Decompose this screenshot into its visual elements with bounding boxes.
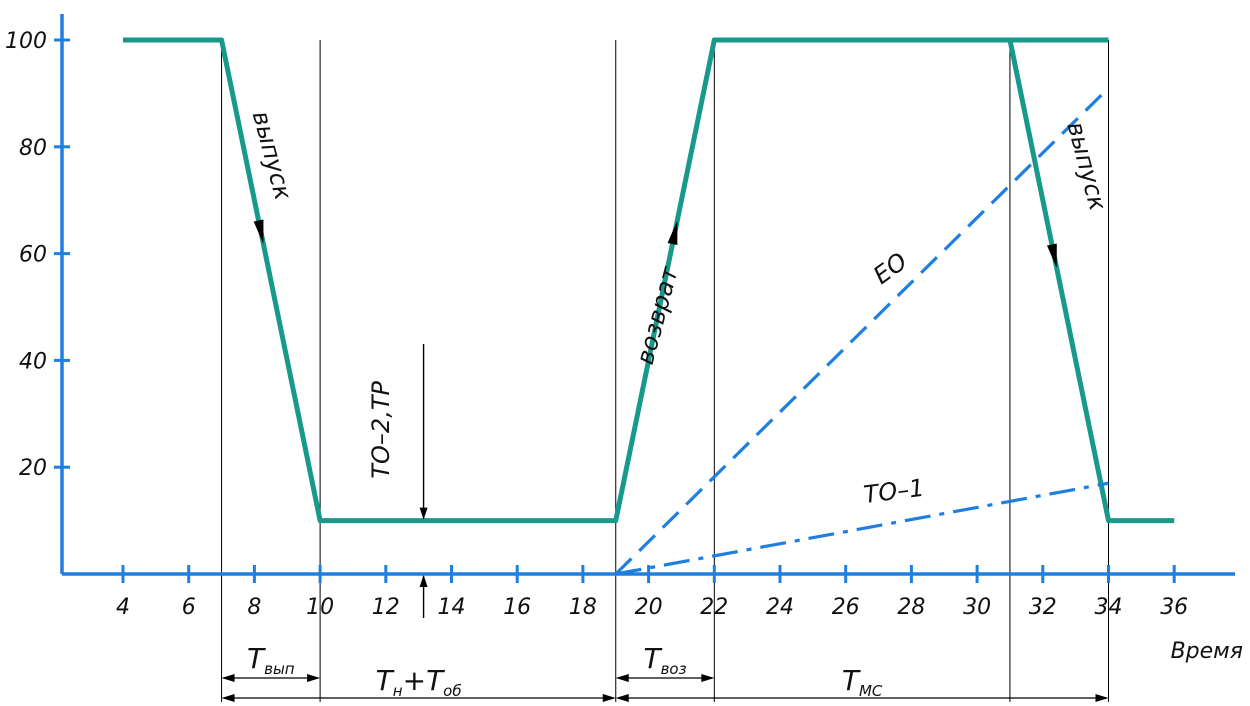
label-t-ms: ТМС	[842, 664, 883, 700]
annotation-3: ЕО	[868, 247, 912, 290]
y-tick-label: 20	[19, 456, 47, 481]
y-tick-label: 60	[19, 243, 47, 268]
series-line-1	[123, 37, 1175, 524]
y-tick-label: 80	[19, 136, 47, 161]
dim-t-ms-head	[615, 694, 629, 702]
interval-label-part: Т	[643, 642, 662, 675]
guide-lines	[221, 40, 1109, 702]
annotation-4: ТО–1	[862, 474, 926, 509]
x-tick-label: 14	[438, 595, 466, 620]
dim-t-ms-head	[1095, 694, 1109, 702]
x-tick-label: 10	[306, 595, 334, 620]
x-tick-label: 22	[700, 595, 728, 620]
dim-t-wait-head	[602, 694, 616, 702]
label-t-release: Твып	[247, 642, 295, 678]
interval-label-part: Т	[247, 642, 266, 675]
arrow-release-2	[1046, 243, 1057, 269]
interval-label-part: МС	[859, 682, 883, 700]
annotation-2: возврат	[631, 263, 684, 367]
arrow-release-1	[253, 219, 264, 244]
y-tick-label: 100	[5, 29, 47, 54]
dim-t-return-head	[615, 674, 629, 682]
annotation-6: выпуск	[1061, 119, 1112, 214]
x-tick-label: 18	[569, 595, 597, 620]
x-tick-label: 30	[963, 595, 991, 620]
interval-label-part: Т	[426, 664, 445, 697]
x-tick-label: 4	[116, 595, 130, 620]
interval-label-part: +	[403, 664, 426, 697]
series-line-4	[615, 481, 1109, 576]
x-tick-label: 32	[1029, 595, 1057, 620]
x-tick-label: 24	[766, 595, 794, 620]
interval-label-part: вып	[264, 660, 295, 678]
x-tick-label: 6	[182, 595, 196, 620]
dimension-lines	[221, 674, 1109, 702]
x-axis-label: Время	[1171, 639, 1243, 664]
arrow-return	[667, 220, 678, 245]
interval-label-part: Т	[376, 664, 395, 697]
x-tick-label: 20	[635, 595, 663, 620]
series-line-3	[614, 86, 1110, 576]
x-tick-label: 34	[1095, 595, 1123, 620]
y-tick-label: 40	[19, 349, 47, 374]
dim-t-release-head	[307, 674, 321, 682]
interval-label-part: н	[393, 682, 403, 700]
interval-label-part: об	[443, 682, 461, 700]
interval-label-part: воз	[661, 660, 687, 678]
x-tick-label: 36	[1160, 595, 1188, 620]
dim-t-release-head	[221, 674, 235, 682]
interval-label-part: Т	[842, 664, 861, 697]
labels: 20 40 60 80 100 4 6 8 10 12 14 16 18 20 22 24 26 28 30 32 34…	[5, 29, 1243, 700]
x-tick-label: 26	[832, 595, 860, 620]
axes	[54, 14, 1235, 583]
label-t-wait: Тн+Тоб	[376, 664, 462, 700]
x-tick-label: 12	[372, 595, 400, 620]
dim-t-return-head	[701, 674, 715, 682]
x-tick-label: 16	[503, 595, 531, 620]
dim-t-wait-head	[221, 694, 235, 702]
direction-arrows	[253, 219, 1057, 618]
annotation-5: ТО–2,ТР	[367, 381, 395, 479]
series-group	[123, 37, 1175, 576]
x-tick-label: 28	[897, 595, 925, 620]
label-t-return: Твоз	[643, 642, 686, 678]
x-tick-label: 8	[247, 595, 261, 620]
